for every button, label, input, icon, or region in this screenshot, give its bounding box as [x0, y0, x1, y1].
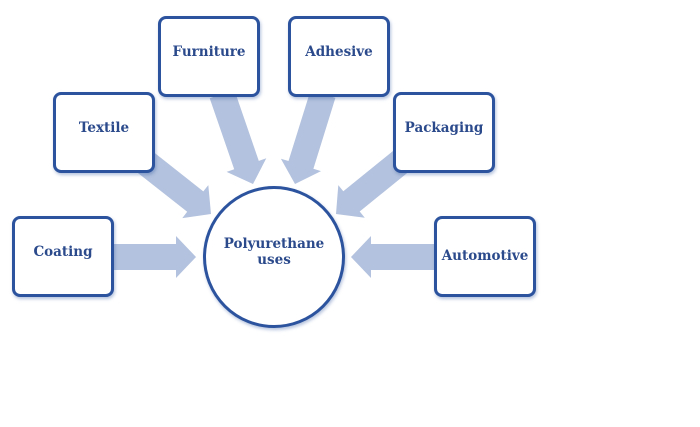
arrow-automotive-to-center — [351, 236, 434, 278]
center-label-line1: Polyurethane — [223, 236, 325, 252]
node-furniture-label: Furniture — [172, 44, 246, 61]
arrow-adhesive-to-center — [280, 90, 336, 184]
node-adhesive: Adhesive — [288, 16, 390, 97]
arrow-furniture-to-center — [209, 89, 267, 184]
node-packaging: Packaging — [393, 92, 495, 173]
center-label-line2: uses — [257, 252, 291, 268]
node-coating-label: Coating — [33, 244, 93, 261]
node-textile-label: Textile — [78, 120, 130, 137]
node-furniture: Furniture — [158, 16, 260, 97]
node-packaging-label: Packaging — [404, 120, 484, 137]
node-adhesive-label: Adhesive — [305, 44, 373, 61]
node-textile: Textile — [53, 92, 155, 173]
arrow-coating-to-center — [113, 236, 196, 278]
node-coating: Coating — [12, 216, 114, 297]
center-node-polyurethane-uses: Polyurethane uses — [203, 186, 345, 328]
node-automotive: Automotive — [434, 216, 536, 297]
node-automotive-label: Automotive — [441, 248, 529, 265]
